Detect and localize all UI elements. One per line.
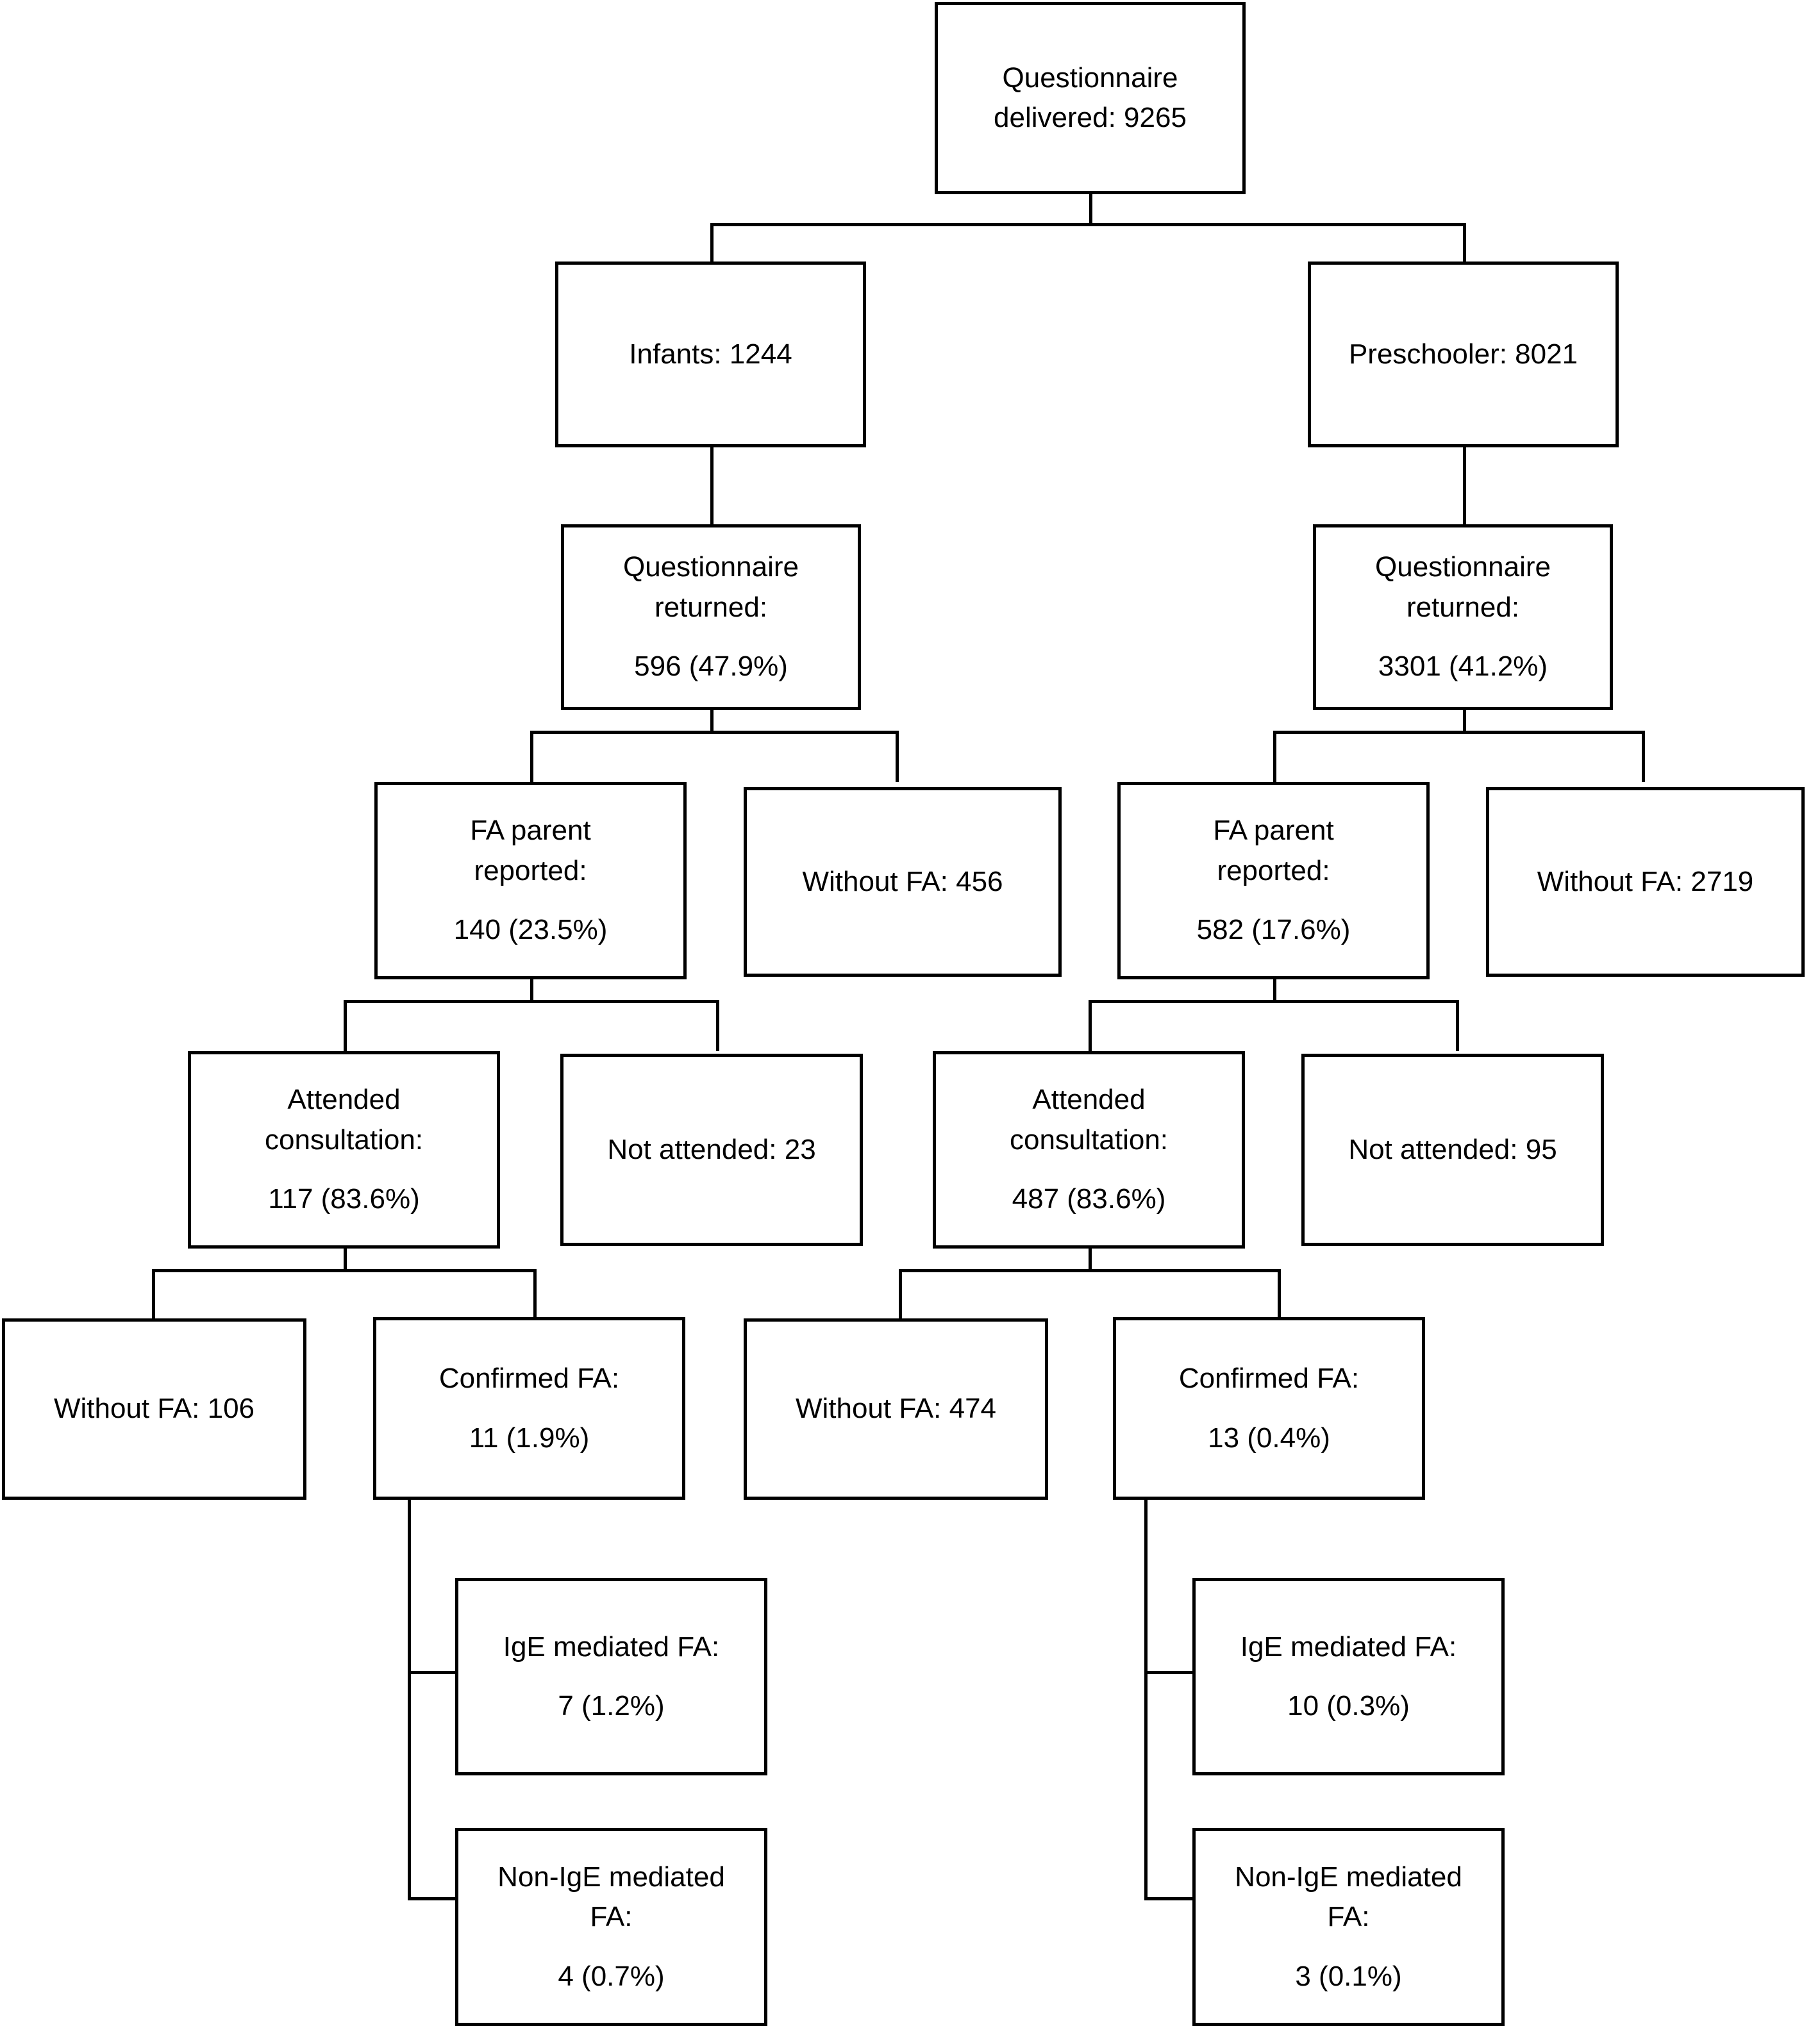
connector-infants-ige-stub (408, 1671, 456, 1674)
node-preschooler-fa-parent-reported[interactable]: FA parent reported: 582 (17.6%) (1117, 782, 1430, 979)
node-preschooler-non-ige-mediated-fa[interactable]: Non-IgE mediated FA: 3 (0.1%) (1192, 1828, 1505, 2026)
connector-to-infants-without-fa2 (152, 1269, 155, 1320)
node-text-line: 10 (0.3%) (1287, 1690, 1410, 1722)
node-text-line: Without FA: 456 (802, 865, 1003, 897)
connector-to-preschooler-not-attended (1456, 1000, 1459, 1051)
connector-infants-fa-down (530, 979, 533, 1002)
connector-infants-confirmed-down (408, 1500, 411, 1900)
connector-infants-attended-down (344, 1249, 347, 1271)
node-text-line: 13 (0.4%) (1208, 1422, 1330, 1454)
connector-preschooler-ige-stub (1144, 1671, 1193, 1674)
connector-preschooler-confirmed-down (1144, 1500, 1148, 1900)
node-text-line: Confirmed FA: (1178, 1363, 1360, 1395)
connector-infants-returned-down (710, 710, 714, 733)
node-infants-attended-consultation[interactable]: Attended consultation: 117 (83.6%) (188, 1051, 500, 1249)
node-text-line: FA: (1327, 1901, 1370, 1933)
connector-to-preschooler-without-fa2 (899, 1269, 902, 1320)
node-preschooler-without-fa-confirmed[interactable]: Without FA: 474 (744, 1318, 1048, 1500)
node-infants-questionnaire-returned[interactable]: Questionnaire returned: 596 (47.9%) (561, 524, 861, 710)
node-infants-ige-mediated-fa[interactable]: IgE mediated FA: 7 (1.2%) (455, 1578, 767, 1775)
node-text-line: Confirmed FA: (438, 1363, 620, 1395)
node-text-line: consultation: (1009, 1124, 1169, 1156)
node-preschooler-confirmed-fa[interactable]: Confirmed FA: 13 (0.4%) (1113, 1317, 1425, 1500)
connector-infants-fa-bus (530, 731, 899, 734)
node-preschooler[interactable]: Preschooler: 8021 (1308, 262, 1619, 447)
node-infants-not-attended[interactable]: Not attended: 23 (560, 1054, 863, 1246)
node-text-line: Infants: 1244 (629, 338, 792, 370)
node-preschooler-questionnaire-returned[interactable]: Questionnaire returned: 3301 (41.2%) (1313, 524, 1613, 710)
connector-to-infants-confirmed-fa (533, 1269, 537, 1320)
node-preschooler-attended-consultation[interactable]: Attended consultation: 487 (83.6%) (933, 1051, 1245, 1249)
node-text-line: 582 (17.6%) (1196, 914, 1351, 946)
connector-preschooler-fa-down (1273, 979, 1276, 1002)
node-infants-confirmed-fa[interactable]: Confirmed FA: 11 (1.9%) (373, 1317, 685, 1500)
node-text-line: Attended (287, 1084, 401, 1116)
connector-to-preschooler-without-fa (1642, 731, 1645, 782)
node-text-line: IgE mediated FA: (1240, 1631, 1457, 1663)
connector-to-preschooler (1463, 223, 1466, 262)
node-preschooler-not-attended[interactable]: Not attended: 95 (1301, 1054, 1604, 1246)
node-infants-non-ige-mediated-fa[interactable]: Non-IgE mediated FA: 4 (0.7%) (455, 1828, 767, 2026)
node-preschooler-without-fa[interactable]: Without FA: 2719 (1486, 787, 1805, 977)
connector-preschooler-confirm-bus (899, 1269, 1281, 1272)
connector-to-infants (710, 223, 714, 262)
connector-preschooler-nonige-stub (1144, 1897, 1193, 1900)
node-text-line: Not attended: 95 (1348, 1133, 1557, 1165)
node-text-line: 7 (1.2%) (558, 1690, 665, 1722)
node-text-line: Questionnaire (1375, 551, 1551, 583)
connector-preschooler-fa-bus (1273, 731, 1645, 734)
node-text-line: returned: (654, 591, 768, 623)
node-text-line: Non-IgE mediated (497, 1861, 725, 1893)
node-text-line: reported: (1217, 854, 1330, 886)
node-text-line: 140 (23.5%) (453, 914, 608, 946)
node-text-line: Without FA: 106 (53, 1393, 255, 1425)
connector-to-preschooler-confirmed-fa (1278, 1269, 1281, 1320)
connector-to-preschooler-attended (1089, 1000, 1092, 1051)
connector-infants-nonige-stub (408, 1897, 456, 1900)
connector-infants-attend-bus (344, 1000, 719, 1003)
connector-preschooler-attended-down (1089, 1249, 1092, 1271)
node-text-line: 4 (0.7%) (558, 1960, 665, 1992)
node-infants[interactable]: Infants: 1244 (555, 262, 866, 447)
node-text-line: reported: (474, 854, 587, 886)
node-text-line: Without FA: 474 (795, 1393, 997, 1425)
node-text-line: Attended (1032, 1084, 1146, 1116)
node-text-line: 3301 (41.2%) (1378, 651, 1548, 683)
node-infants-without-fa-confirmed[interactable]: Without FA: 106 (2, 1318, 306, 1500)
connector-to-infants-attended (344, 1000, 347, 1051)
node-preschooler-ige-mediated-fa[interactable]: IgE mediated FA: 10 (0.3%) (1192, 1578, 1505, 1775)
connector-infants-to-returned (710, 447, 714, 524)
connector-infants-confirm-bus (152, 1269, 537, 1272)
connector-preschooler-attend-bus (1089, 1000, 1459, 1003)
node-text-line: Non-IgE mediated (1235, 1861, 1462, 1893)
node-infants-without-fa[interactable]: Without FA: 456 (744, 787, 1062, 977)
node-text-line: IgE mediated FA: (503, 1631, 720, 1663)
node-text-line: 3 (0.1%) (1295, 1960, 1402, 1992)
connector-preschooler-returned-down (1463, 710, 1466, 733)
node-text-line: 11 (1.9%) (469, 1422, 590, 1454)
connector-to-infants-without-fa (896, 731, 899, 782)
connector-to-preschooler-fa-reported (1273, 731, 1276, 782)
node-infants-fa-parent-reported[interactable]: FA parent reported: 140 (23.5%) (374, 782, 687, 979)
node-text-line: Questionnaire (623, 551, 799, 583)
node-text-line: 596 (47.9%) (634, 651, 788, 683)
node-text-line: Without FA: 2719 (1537, 865, 1754, 897)
connector-preschooler-to-returned (1463, 447, 1466, 524)
connector-to-infants-not-attended (716, 1000, 719, 1051)
node-text-line: Not attended: 23 (607, 1133, 816, 1165)
node-text-line: FA: (590, 1901, 633, 1933)
node-text-line: delivered: 9265 (994, 102, 1187, 133)
node-text-line: Questionnaire (1002, 62, 1178, 94)
node-text-line: FA parent (470, 815, 591, 847)
node-questionnaire-delivered[interactable]: Questionnaire delivered: 9265 (935, 2, 1246, 194)
connector-to-infants-fa-reported (530, 731, 533, 782)
node-text-line: consultation: (264, 1124, 424, 1156)
node-text-line: 487 (83.6%) (1012, 1183, 1166, 1215)
node-text-line: 117 (83.6%) (268, 1183, 420, 1215)
node-text-line: FA parent (1213, 815, 1334, 847)
node-text-line: returned: (1406, 591, 1520, 623)
node-text-line: Preschooler: 8021 (1348, 338, 1578, 370)
connector-level1-bus (710, 223, 1466, 226)
